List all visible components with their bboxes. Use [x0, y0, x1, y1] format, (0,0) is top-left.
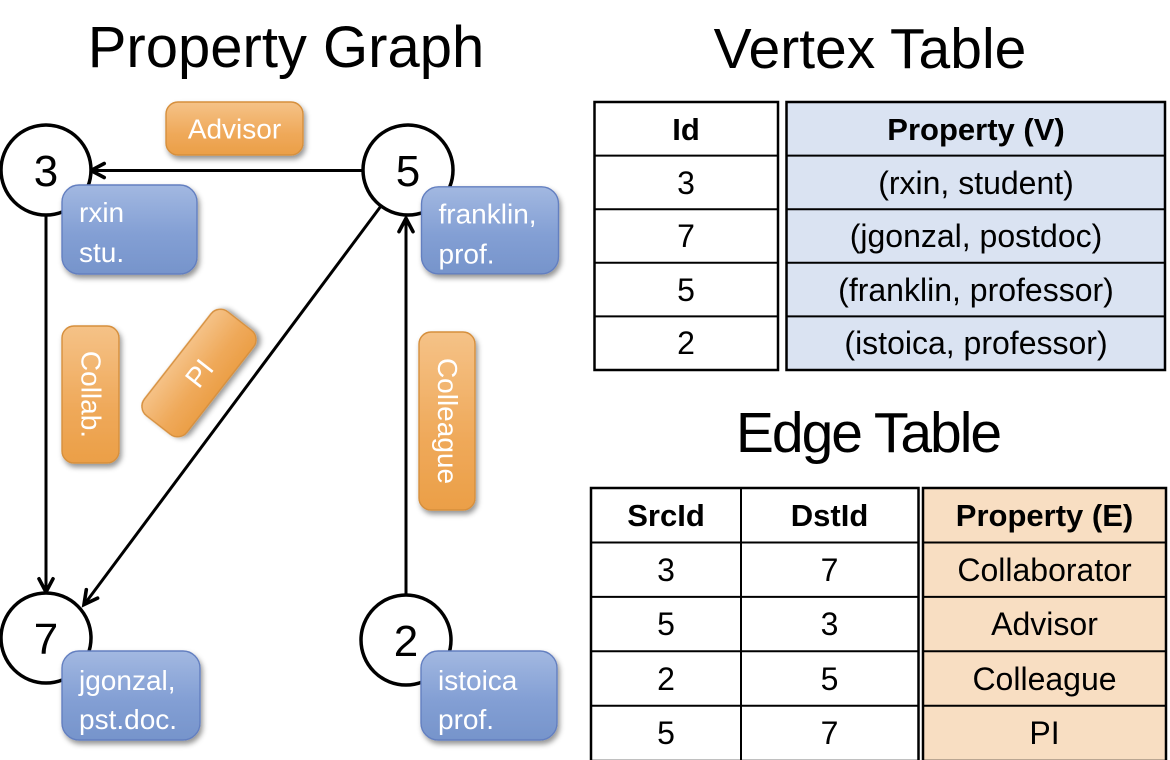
svg-text:Property (E): Property (E) — [956, 498, 1133, 533]
svg-text:Vertex Table: Vertex Table — [714, 17, 1027, 81]
svg-text:Collaborator: Collaborator — [957, 552, 1132, 588]
svg-text:3: 3 — [821, 606, 839, 642]
svg-text:Property Graph: Property Graph — [88, 15, 485, 80]
svg-text:3: 3 — [677, 165, 695, 201]
svg-text:Collab.: Collab. — [76, 351, 107, 438]
svg-text:rxin: rxin — [79, 197, 124, 228]
svg-text:2: 2 — [657, 661, 675, 697]
svg-text:jgonzal,: jgonzal, — [78, 665, 176, 696]
svg-text:istoica: istoica — [438, 665, 518, 696]
svg-text:DstId: DstId — [791, 498, 869, 533]
svg-text:Property (V): Property (V) — [887, 112, 1064, 147]
svg-text:5: 5 — [657, 715, 675, 751]
svg-text:7: 7 — [677, 218, 695, 254]
svg-text:2: 2 — [394, 617, 418, 666]
svg-text:SrcId: SrcId — [627, 498, 705, 533]
svg-text:2: 2 — [677, 325, 695, 361]
svg-text:(istoica, professor): (istoica, professor) — [844, 325, 1107, 361]
svg-text:7: 7 — [821, 552, 839, 588]
svg-text:Colleague: Colleague — [972, 661, 1116, 697]
svg-text:prof.: prof. — [438, 704, 494, 735]
svg-text:5: 5 — [821, 661, 839, 697]
svg-text:Advisor: Advisor — [991, 606, 1098, 642]
svg-text:7: 7 — [34, 615, 58, 664]
svg-text:PI: PI — [1029, 715, 1059, 751]
svg-text:Colleague: Colleague — [432, 358, 463, 484]
svg-text:5: 5 — [657, 606, 675, 642]
svg-text:franklin,: franklin, — [439, 199, 537, 230]
svg-text:Id: Id — [672, 112, 700, 147]
svg-text:Advisor: Advisor — [188, 114, 281, 145]
svg-text:3: 3 — [34, 147, 58, 196]
svg-text:(jgonzal, postdoc): (jgonzal, postdoc) — [850, 218, 1103, 254]
svg-text:stu.: stu. — [79, 237, 124, 268]
svg-text:prof.: prof. — [439, 239, 495, 270]
svg-text:(franklin, professor): (franklin, professor) — [838, 272, 1114, 308]
svg-text:5: 5 — [677, 272, 695, 308]
svg-text:pst.doc.: pst.doc. — [79, 704, 177, 735]
svg-text:5: 5 — [396, 147, 420, 196]
svg-text:7: 7 — [821, 715, 839, 751]
svg-text:3: 3 — [657, 552, 675, 588]
svg-text:(rxin, student): (rxin, student) — [878, 165, 1074, 201]
svg-text:Edge Table: Edge Table — [736, 401, 1000, 465]
